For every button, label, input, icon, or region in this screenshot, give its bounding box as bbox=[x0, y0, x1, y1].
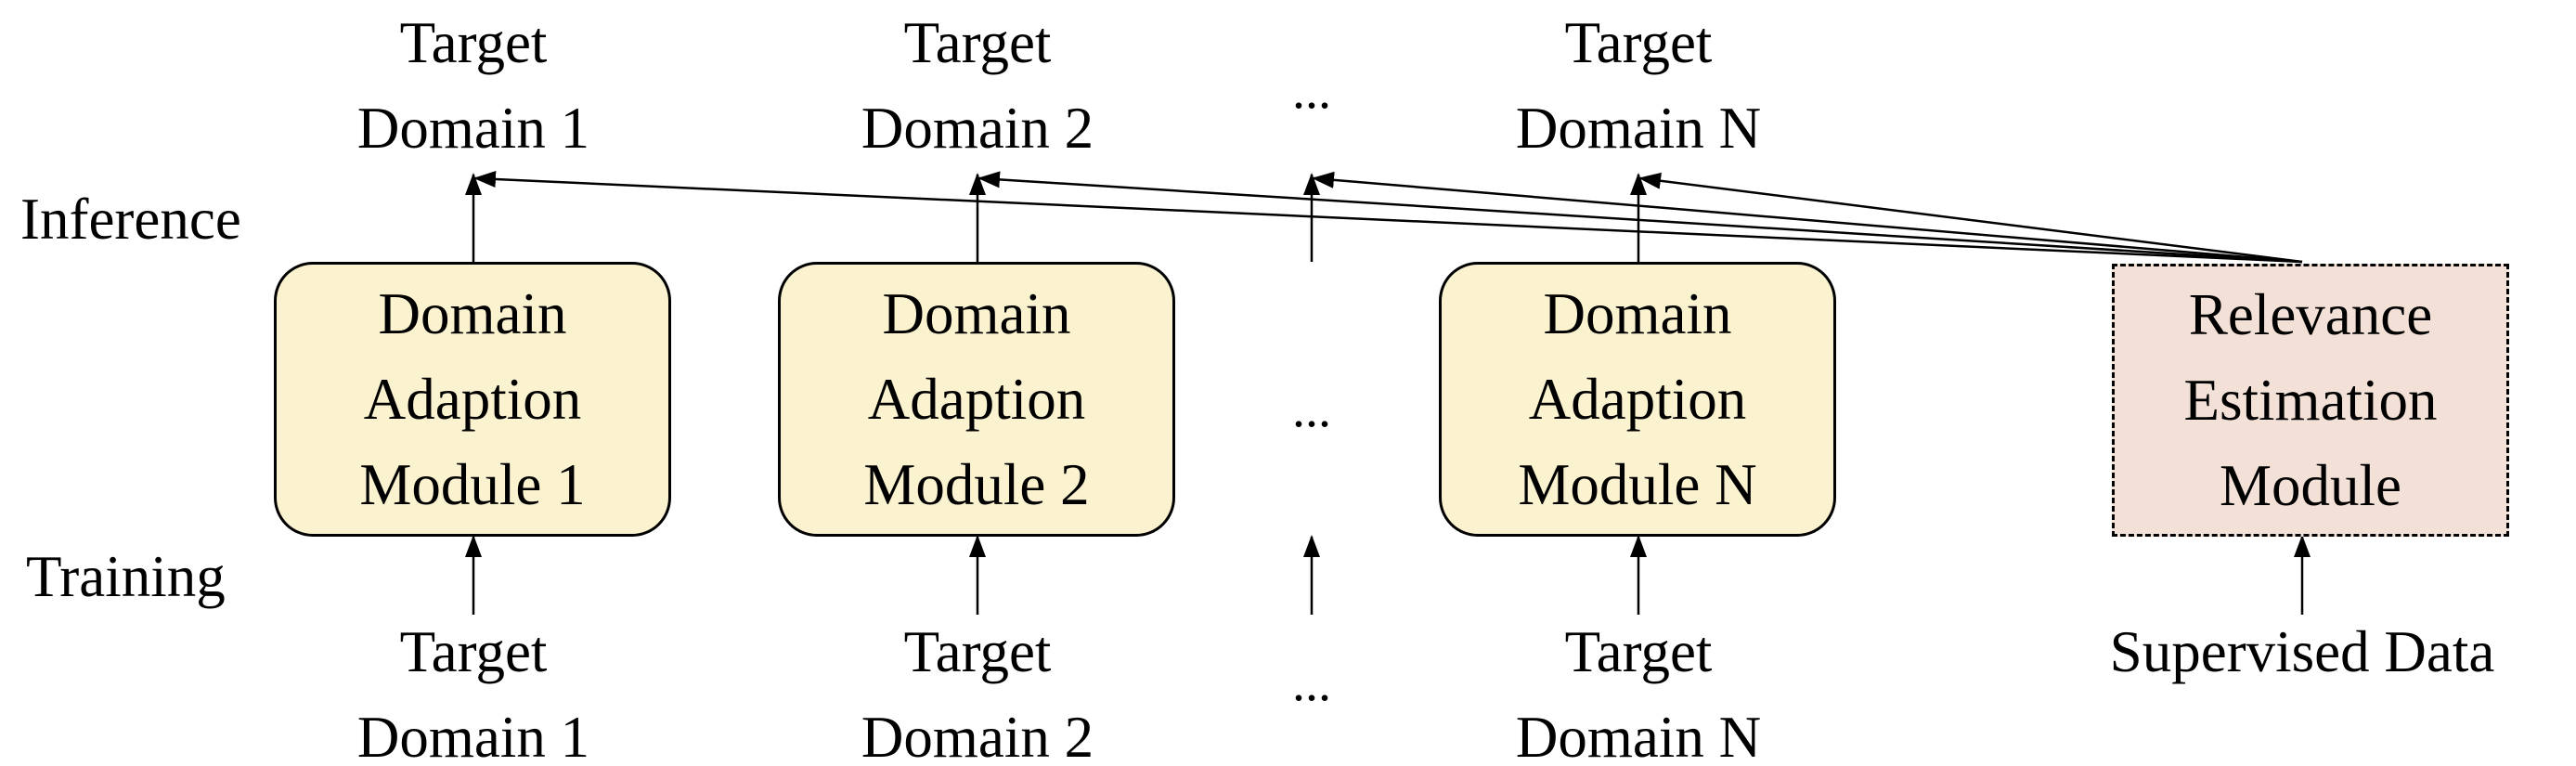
module-1-line2: Adaption bbox=[363, 367, 582, 432]
top-target-n-line2: Domain N bbox=[1515, 96, 1762, 161]
bottom-target-2-line1: Target bbox=[903, 619, 1052, 684]
relevance-line1: Relevance bbox=[2188, 282, 2433, 347]
arrow-relevance-to-targetN bbox=[1638, 172, 2303, 264]
training-label: Training bbox=[26, 544, 226, 609]
inference-label: Inference bbox=[20, 187, 241, 252]
top-target-1-line1: Target bbox=[399, 10, 548, 75]
module-n-line3: Module N bbox=[1518, 452, 1757, 517]
top-ellipsis: ... bbox=[1292, 62, 1331, 120]
bottom-target-n-line1: Target bbox=[1564, 619, 1713, 684]
bottom-ellipsis: ... bbox=[1292, 655, 1331, 712]
top-target-n: Target Domain N bbox=[1471, 0, 1806, 171]
top-target-2-line1: Target bbox=[903, 10, 1052, 75]
module-1-line3: Module 1 bbox=[359, 452, 586, 517]
bottom-target-2-line2: Domain 2 bbox=[861, 705, 1094, 766]
top-target-1: Target Domain 1 bbox=[306, 0, 641, 171]
top-target-n-line1: Target bbox=[1564, 10, 1713, 75]
module-1-line1: Domain bbox=[378, 281, 567, 346]
top-target-2: Target Domain 2 bbox=[810, 0, 1145, 171]
supervised-data-label: Supervised Data bbox=[2109, 619, 2495, 684]
module-n-line1: Domain bbox=[1543, 281, 1732, 346]
module-n-line2: Adaption bbox=[1528, 367, 1747, 432]
module-2-line3: Module 2 bbox=[863, 452, 1090, 517]
module-2-line1: Domain bbox=[882, 281, 1071, 346]
relevance-line2: Estimation bbox=[2183, 368, 2438, 433]
domain-adaption-module-n: Domain Adaption Module N bbox=[1439, 262, 1836, 537]
relevance-estimation-module: Relevance Estimation Module bbox=[2112, 264, 2509, 537]
module-2-line2: Adaption bbox=[867, 367, 1086, 432]
arrow-relevance-to-ellipsis bbox=[1312, 171, 2303, 264]
arrow-relevance-to-target2 bbox=[977, 171, 2303, 264]
bottom-target-n: Target Domain N bbox=[1471, 609, 1806, 766]
top-target-2-line2: Domain 2 bbox=[861, 96, 1094, 161]
bottom-target-1: Target Domain 1 bbox=[306, 609, 641, 766]
domain-adaption-module-2: Domain Adaption Module 2 bbox=[778, 262, 1175, 537]
middle-ellipsis: ... bbox=[1292, 381, 1331, 438]
domain-adaption-module-1: Domain Adaption Module 1 bbox=[274, 262, 671, 537]
arrow-relevance-to-target1 bbox=[473, 171, 2303, 264]
bottom-target-1-line1: Target bbox=[399, 619, 548, 684]
bottom-target-n-line2: Domain N bbox=[1515, 705, 1762, 766]
bottom-target-2: Target Domain 2 bbox=[810, 609, 1145, 766]
top-target-1-line2: Domain 1 bbox=[356, 96, 590, 161]
relevance-line3: Module bbox=[2220, 453, 2401, 518]
bottom-target-1-line2: Domain 1 bbox=[356, 705, 590, 766]
